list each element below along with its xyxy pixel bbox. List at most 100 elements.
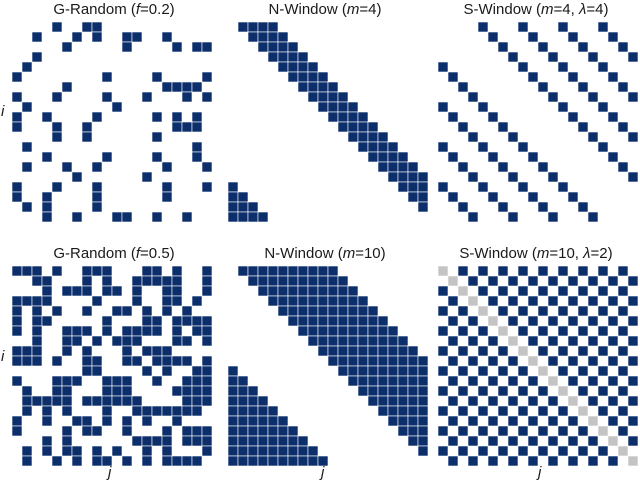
matrix-cell (387, 335, 399, 347)
matrix-cell (407, 191, 419, 203)
matrix-cell (141, 305, 153, 317)
matrix-cell (327, 345, 339, 357)
matrix-cell (507, 295, 519, 307)
matrix-cell (297, 295, 309, 307)
matrix-cell (267, 51, 279, 63)
matrix-cell (607, 151, 619, 163)
matrix-cell (287, 295, 299, 307)
matrix-cell (337, 295, 349, 307)
matrix-cell (537, 201, 549, 213)
matrix-cell (317, 325, 329, 337)
matrix-cell (517, 365, 529, 377)
matrix-cell (41, 315, 53, 327)
matrix-cell (297, 285, 309, 297)
matrix-cell (51, 266, 63, 277)
matrix-cell (228, 445, 239, 457)
matrix-cell (181, 121, 193, 133)
matrix-cell (627, 315, 638, 327)
matrix-cell (151, 275, 163, 287)
matrix-cell (577, 345, 589, 357)
matrix-cell (181, 81, 193, 93)
matrix-cell (537, 41, 549, 53)
matrix-cell (577, 121, 589, 133)
matrix-cell (91, 455, 103, 466)
matrix-cell (577, 425, 589, 437)
matrix-cell (191, 425, 203, 437)
matrix-cell (228, 455, 239, 466)
matrix-cell (487, 335, 499, 347)
matrix-cell (51, 131, 63, 143)
matrix-cell (517, 285, 529, 297)
matrix-cell (557, 101, 569, 113)
matrix-cell (587, 395, 599, 407)
panel-title-n-window-4: N-Window (m=4) (268, 1, 382, 18)
matrix-cell (307, 266, 319, 277)
matrix-cell (577, 201, 589, 213)
matrix-cell (201, 335, 212, 347)
matrix-cell (487, 295, 499, 307)
matrix-cell (81, 395, 93, 407)
matrix-cell (577, 81, 589, 93)
matrix-cell (557, 305, 569, 317)
matrix-cell (617, 266, 629, 277)
matrix-cell (438, 141, 449, 153)
matrix-cell (237, 455, 249, 466)
matrix-cell (327, 325, 339, 337)
matrix-cell (237, 435, 249, 447)
matrix-cell (477, 305, 489, 317)
matrix-n-window-10 (228, 266, 428, 466)
matrix-cell (557, 385, 569, 397)
matrix-cell (587, 295, 599, 307)
matrix-cell (357, 355, 369, 367)
matrix-cell (607, 415, 619, 427)
matrix-cell (267, 266, 279, 277)
matrix-cell (607, 435, 619, 447)
matrix-cell (438, 405, 449, 417)
matrix-cell (121, 385, 133, 397)
matrix-cell (597, 345, 609, 357)
matrix-cell (467, 335, 479, 347)
matrix-cell (141, 415, 153, 427)
matrix-cell (257, 405, 269, 417)
matrix-cell (527, 71, 539, 83)
matrix-cell (81, 415, 93, 427)
matrix-cell (121, 425, 133, 437)
matrix-cell (201, 91, 212, 103)
matrix-cell (397, 171, 409, 183)
matrix-cell (457, 425, 469, 437)
matrix-cell (457, 305, 469, 317)
matrix-cell (201, 325, 212, 337)
matrix-cell (91, 295, 103, 307)
matrix-cell (21, 295, 33, 307)
matrix-cell (617, 325, 629, 337)
matrix-cell (597, 22, 609, 33)
matrix-cell (31, 51, 43, 63)
matrix-cell (41, 405, 53, 417)
matrix-cell (447, 111, 459, 123)
matrix-cell (317, 305, 329, 317)
matrix-cell (257, 455, 269, 466)
matrix-cell (257, 266, 269, 277)
matrix-cell (607, 31, 619, 43)
matrix-cell (237, 395, 249, 407)
matrix-cell (141, 275, 153, 287)
matrix-cell (337, 275, 349, 287)
matrix-cell (417, 365, 428, 377)
matrix-cell (387, 355, 399, 367)
matrix-cell (467, 455, 479, 466)
matrix-cell (12, 325, 23, 337)
matrix-cell (377, 355, 389, 367)
matrix-cell (438, 385, 449, 397)
col-axis-label-middle: j (321, 464, 325, 481)
matrix-cell (377, 151, 389, 163)
matrix-n-window-4 (228, 22, 428, 222)
matrix-cell (201, 266, 212, 277)
matrix-cell (387, 415, 399, 427)
matrix-cell (397, 395, 409, 407)
matrix-cell (257, 425, 269, 437)
matrix-cell (407, 415, 419, 427)
matrix-cell (287, 315, 299, 327)
matrix-cell (607, 71, 619, 83)
matrix-cell (151, 266, 163, 277)
matrix-cell (317, 71, 329, 83)
